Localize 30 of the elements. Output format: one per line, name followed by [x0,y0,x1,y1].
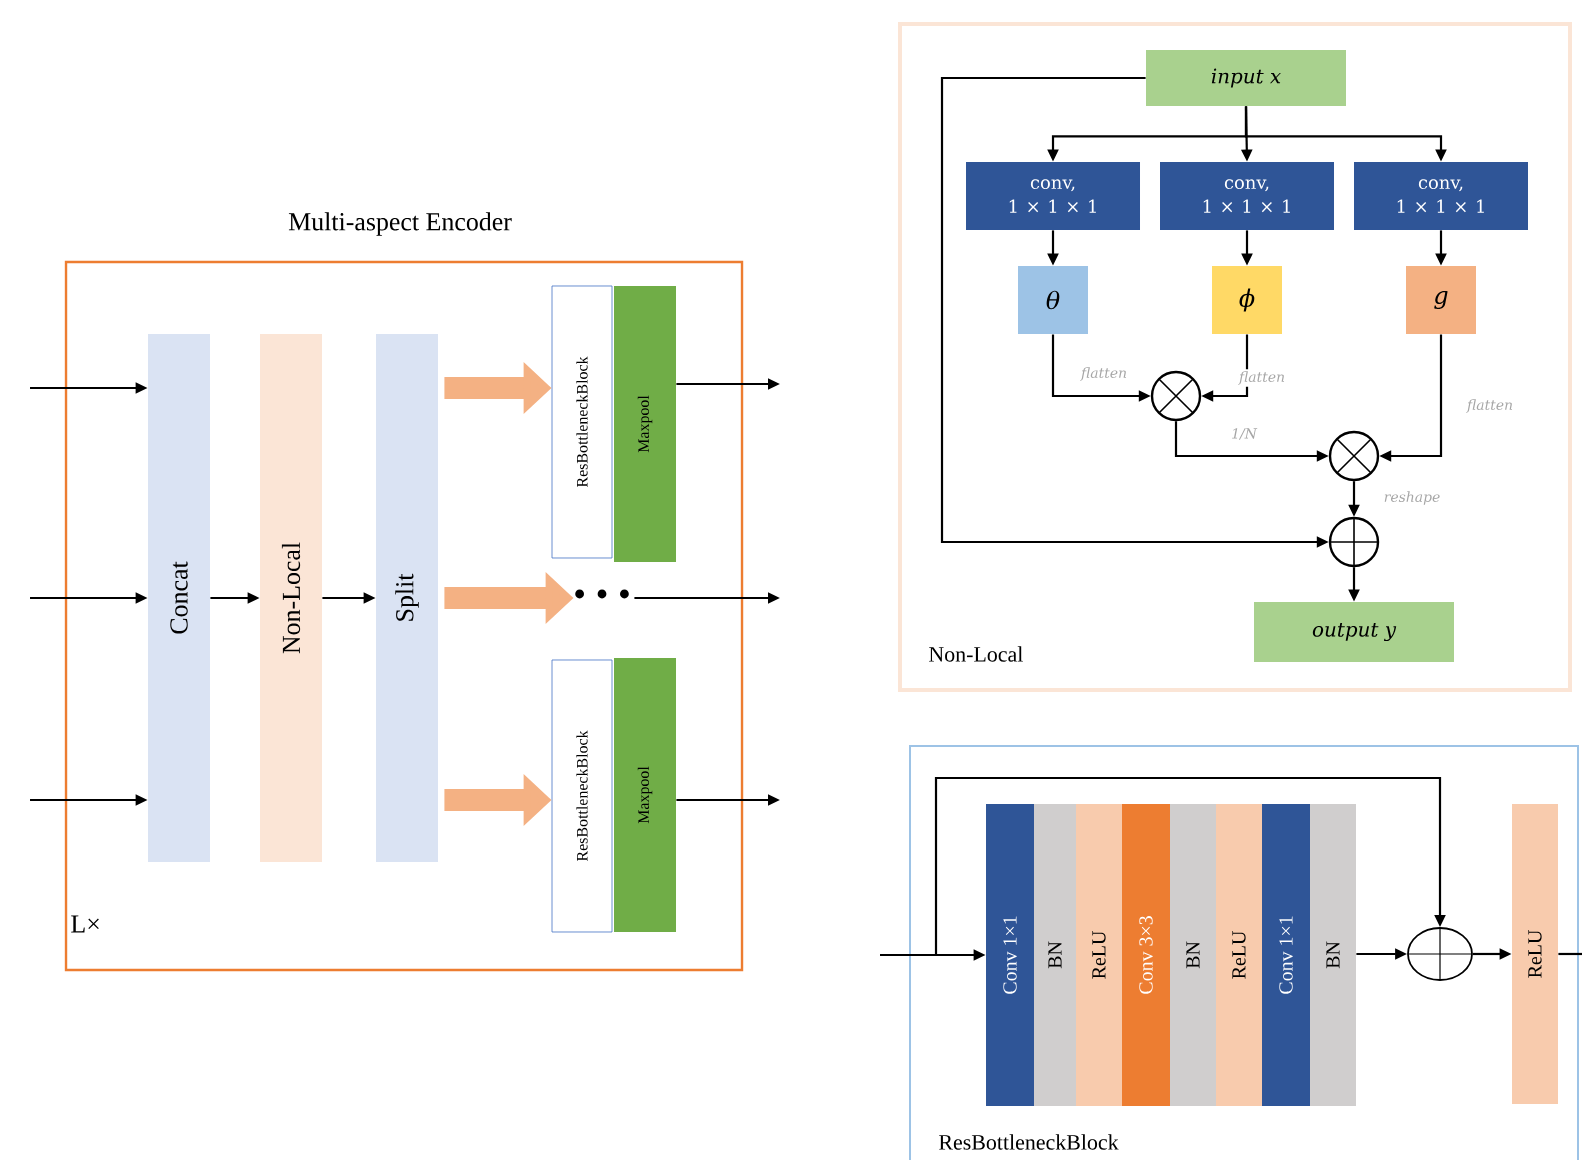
bn-bar: BN [1034,804,1076,1106]
bn-bar: BN [1170,804,1216,1106]
ellipsis-dots [575,589,629,599]
phi-box: ϕ [1212,266,1282,334]
theta-box: θ [1018,266,1088,334]
panel-title: Non-Local [929,646,1023,662]
g-box: g [1406,266,1476,334]
conv-bar: Conv 1×1 [1262,804,1310,1106]
conv-box: conv, 1 × 1 × 1 [1354,162,1528,230]
repeat-label: L× [71,915,99,933]
layer-bar: Split [376,334,438,862]
relu-bar: ReLU [1076,804,1122,1106]
conv-box: conv, 1 × 1 × 1 [966,162,1140,230]
relu-bar: ReLU [1512,804,1558,1104]
relu-bar: ReLU [1216,804,1262,1106]
input-box: input x [1146,50,1346,106]
add-circle [1328,516,1380,568]
layer-bar: Concat [148,334,210,862]
panel-title: ResBottleneckBlock [939,1134,1119,1150]
multiply-circle [1328,430,1380,482]
conv-bar: Conv 3×3 [1122,804,1170,1106]
arrow [934,776,1446,955]
output-box: output y [1254,602,1454,662]
add-ellipse [1407,927,1473,981]
bn-bar: BN [1310,804,1356,1106]
conv-bar: Conv 1×1 [986,804,1034,1106]
multiply-circle [1150,370,1202,422]
encoder-title: Multi-aspect Encoder [288,212,512,236]
layer-bar: Non-Local [260,334,322,862]
conv-box: conv, 1 × 1 × 1 [1160,162,1334,230]
